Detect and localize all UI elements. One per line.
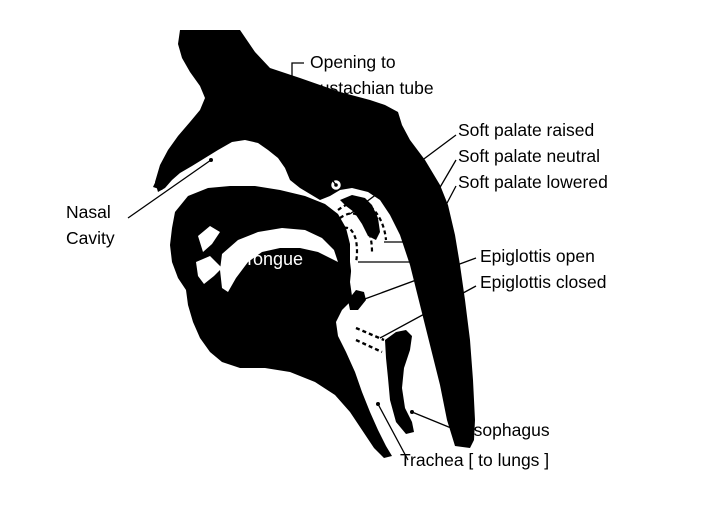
- nasal-upper-tissue: [155, 30, 475, 448]
- label-soft-palate-neutral: Soft palate neutral: [458, 146, 600, 166]
- label-esophagus: Esophagus: [462, 420, 550, 440]
- label-tongue: Tongue: [244, 249, 303, 269]
- soft-palate-positions: [337, 201, 388, 263]
- leader-lines: [127, 62, 477, 461]
- label-soft-palate-lowered: Soft palate lowered: [458, 172, 608, 192]
- label-nasal-line1: Nasal: [66, 202, 111, 222]
- pharynx-airway: [350, 256, 372, 302]
- soft-palate-neutral-leader: [384, 159, 457, 243]
- label-eustachian-line1: Opening to: [310, 52, 396, 72]
- label-epiglottis-open: Epiglottis open: [480, 246, 595, 266]
- soft-palate-lowered-leader: [358, 185, 457, 263]
- esophagus-leader: [411, 411, 457, 431]
- nasal-leader: [127, 159, 212, 219]
- oral-cavity: [220, 228, 338, 292]
- labels: Opening to eustachian tube Soft palate r…: [66, 52, 608, 470]
- label-trachea: Trachea [ to lungs ]: [400, 450, 549, 470]
- epiglottis-closed-leader: [379, 285, 477, 339]
- jaw-tongue-mass: [170, 186, 392, 458]
- lower-lip-gap: [196, 256, 222, 284]
- epiglottis-open-leader: [361, 257, 477, 301]
- palate-stub: [153, 140, 216, 190]
- label-soft-palate-raised: Soft palate raised: [458, 120, 594, 140]
- label-nasal-line2: Cavity: [66, 228, 115, 248]
- eustachian-leader: [291, 62, 337, 186]
- trachea-leader: [377, 403, 409, 461]
- epiglottis-open-flap: [348, 290, 366, 310]
- soft-palate-raised-outline: [337, 201, 388, 241]
- upper-teeth-gap: [198, 226, 220, 252]
- label-epiglottis-closed: Epiglottis closed: [480, 272, 606, 292]
- epiglottis-closed-outline: [355, 326, 385, 354]
- soft-palate-neutral-outline: [339, 212, 374, 253]
- label-eustachian-line2: eustachian tube: [310, 78, 434, 98]
- soft-palate-raised-leader: [349, 134, 457, 215]
- esophagus-wall: [388, 346, 408, 428]
